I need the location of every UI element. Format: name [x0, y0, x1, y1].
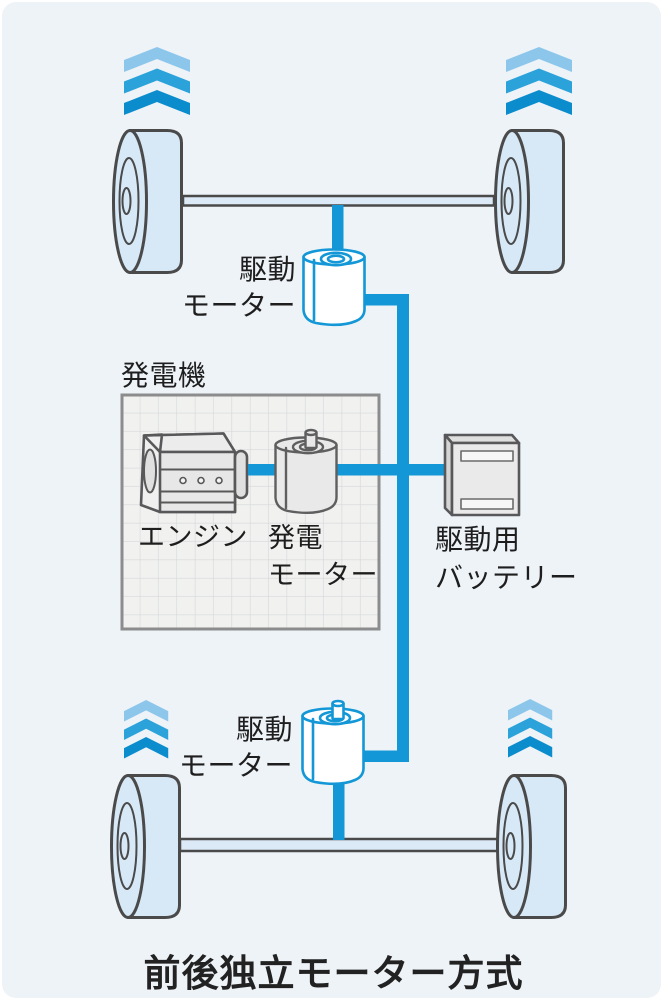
engine-label: エンジン: [138, 522, 248, 553]
generation-motor-label-line2: モーター: [268, 560, 378, 591]
power-lines: [248, 205, 446, 840]
front-axle: [181, 194, 496, 207]
front-left-speed-icon: [124, 47, 190, 115]
rear-axle: [178, 837, 500, 853]
rear-right-wheel: [496, 774, 567, 919]
front-motor-label-line2: モーター: [181, 289, 296, 322]
engine: [139, 432, 249, 514]
generation-motor: [274, 428, 338, 515]
rear-right-speed-icon: [508, 699, 553, 758]
rear-motor-label-line2: モーター: [178, 749, 293, 782]
rear-motor-label: 駆動 モーター: [133, 712, 293, 784]
front-right-wheel: [494, 129, 565, 274]
front-motor-branch: [360, 294, 409, 306]
generator-battery-line: [248, 464, 446, 476]
front-motor-stem: [332, 205, 344, 261]
front-motor-label: 駆動 モーター: [136, 252, 296, 324]
battery-label-line2: バッテリー: [435, 561, 578, 594]
rear-motor-stem: [333, 780, 345, 840]
generation-motor-label: 発電 モーター: [268, 520, 378, 594]
battery-label: 駆動用 バッテリー: [435, 521, 578, 597]
diagram-caption: 前後独立モーター方式: [143, 952, 524, 995]
front-right-speed-icon: [506, 47, 572, 115]
rear-motor-branch: [360, 750, 409, 762]
generation-motor-label-line1: 発電: [268, 523, 323, 554]
rear-left-wheel: [110, 774, 181, 919]
drive-battery: [443, 433, 521, 517]
rear-drive-motor: [301, 699, 365, 786]
generator-title: 発電機: [121, 359, 207, 392]
front-drive-motor: [302, 248, 366, 327]
battery-label-line1: 駆動用: [435, 523, 521, 556]
front-motor-label-line1: 駆動: [238, 253, 296, 286]
main-trunk-line: [397, 294, 409, 762]
rear-motor-label-line1: 駆動: [235, 713, 293, 746]
